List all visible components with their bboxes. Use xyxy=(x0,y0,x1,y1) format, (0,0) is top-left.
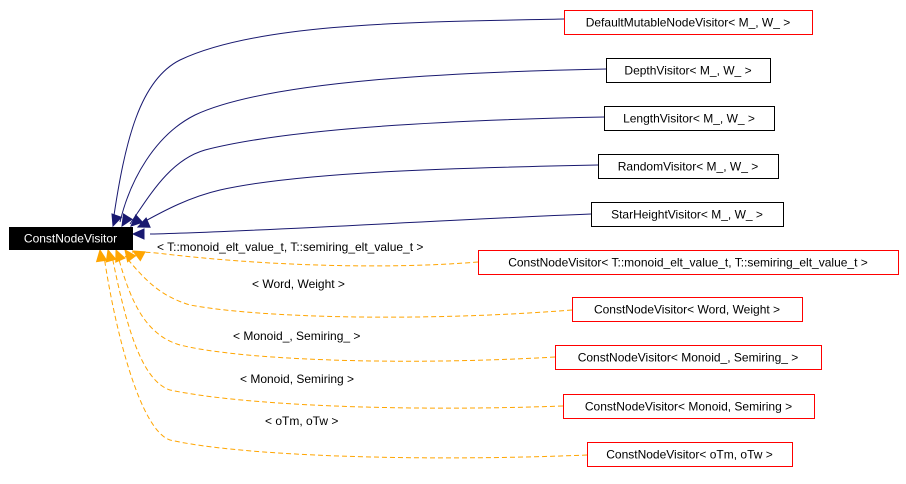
template-instance-node-label: ConstNodeVisitor< Monoid_, Semiring_ > xyxy=(578,351,799,365)
derived-class-node-label: DefaultMutableNodeVisitor< M_, W_ > xyxy=(586,16,791,30)
derived-class-node-label: LengthVisitor< M_, W_ > xyxy=(623,112,755,126)
inheritance-edge xyxy=(112,18,565,223)
edges-layer xyxy=(95,18,607,459)
template-instance-node[interactable]: ConstNodeVisitor< Monoid_, Semiring_ > xyxy=(555,345,822,370)
template-arrowhead xyxy=(105,248,117,263)
derived-class-node-box xyxy=(564,10,813,35)
template-edge xyxy=(111,255,564,409)
template-instance-node-label: ConstNodeVisitor< Word, Weight > xyxy=(594,303,780,317)
derived-class-node-box xyxy=(598,154,779,179)
template-arrowhead xyxy=(95,248,108,263)
template-arrowhead xyxy=(124,249,137,263)
derived-class-node[interactable]: LengthVisitor< M_, W_ > xyxy=(604,106,775,131)
template-instance-node-box xyxy=(572,297,803,322)
edge-label: < T::monoid_elt_value_t, T::semiring_elt… xyxy=(157,240,423,254)
inheritance-arrowhead xyxy=(131,228,145,240)
derived-class-node-label: DepthVisitor< M_, W_ > xyxy=(624,64,751,78)
derived-class-node-box xyxy=(604,106,775,131)
root-class-node: ConstNodeVisitor xyxy=(9,227,133,250)
template-instance-node[interactable]: ConstNodeVisitor< oTm, oTw > xyxy=(587,442,793,467)
inheritance-arrowhead xyxy=(130,213,144,227)
derived-class-node[interactable]: StarHeightVisitor< M_, W_ > xyxy=(591,202,784,227)
template-instance-node-box xyxy=(555,345,822,370)
nodes-layer: ConstNodeVisitor DefaultMutableNodeVisito… xyxy=(9,10,899,467)
edge-label: < oTm, oTw > xyxy=(265,414,338,428)
inheritance-arrowhead xyxy=(136,217,151,228)
edge-label: < Word, Weight > xyxy=(252,277,345,291)
template-instance-node[interactable]: ConstNodeVisitor< Monoid, Semiring > xyxy=(563,394,815,419)
inheritance-edge xyxy=(129,116,605,225)
root-class-node-label: ConstNodeVisitor xyxy=(24,232,117,246)
inheritance-edge xyxy=(119,68,607,223)
template-edge xyxy=(124,255,573,318)
template-instance-node-label: ConstNodeVisitor< T::monoid_elt_value_t,… xyxy=(508,256,868,270)
derived-class-node-box xyxy=(591,202,784,227)
template-instance-node-box xyxy=(478,250,899,275)
template-instance-node-box xyxy=(587,442,793,467)
template-arrowhead xyxy=(115,248,126,263)
template-edge xyxy=(117,255,556,362)
derived-class-node[interactable]: DefaultMutableNodeVisitor< M_, W_ > xyxy=(564,10,813,35)
inheritance-arrowhead xyxy=(111,213,123,228)
template-instance-node[interactable]: ConstNodeVisitor< Word, Weight > xyxy=(572,297,803,322)
template-instance-node[interactable]: ConstNodeVisitor< T::monoid_elt_value_t,… xyxy=(478,250,899,275)
template-edge xyxy=(103,255,588,459)
inheritance-edge xyxy=(139,164,599,225)
template-instance-node-label: ConstNodeVisitor< oTm, oTw > xyxy=(606,448,773,462)
edge-label: < Monoid_, Semiring_ > xyxy=(233,329,360,343)
derived-class-node[interactable]: DepthVisitor< M_, W_ > xyxy=(606,58,771,83)
template-arrowhead xyxy=(131,250,146,262)
inheritance-edge xyxy=(149,213,592,235)
template-instance-node-box xyxy=(563,394,815,419)
derived-class-node[interactable]: RandomVisitor< M_, W_ > xyxy=(598,154,779,179)
derived-class-node-label: RandomVisitor< M_, W_ > xyxy=(618,160,759,174)
root-class-node-box xyxy=(9,227,133,250)
edge-labels-layer: < T::monoid_elt_value_t, T::semiring_elt… xyxy=(157,240,423,428)
derived-class-node-box xyxy=(606,58,771,83)
template-instance-node-label: ConstNodeVisitor< Monoid, Semiring > xyxy=(585,400,792,414)
inheritance-arrowhead xyxy=(121,213,133,228)
edge-label: < Monoid, Semiring > xyxy=(240,372,354,386)
derived-class-node-label: StarHeightVisitor< M_, W_ > xyxy=(611,208,763,222)
template-edge xyxy=(131,251,479,267)
